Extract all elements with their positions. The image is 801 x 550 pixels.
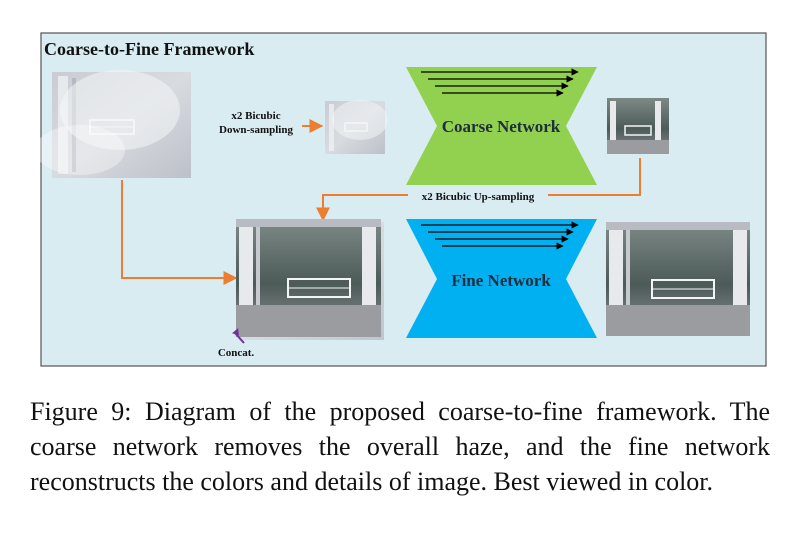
framework-diagram: Coarse-to-Fine Framework x2 Bicubic Down… xyxy=(35,32,767,367)
fine-skip-connections xyxy=(421,221,579,250)
downsample-label-line2: Down-sampling xyxy=(219,124,293,136)
concat-label: Concat. xyxy=(218,347,255,359)
upsample-label-bg xyxy=(408,188,548,203)
figure-caption: Figure 9: Diagram of the proposed coarse… xyxy=(30,397,770,496)
coarse-skip-connections xyxy=(421,68,579,97)
diagram-title: Coarse-to-Fine Framework xyxy=(44,39,254,59)
upsample-label: x2 Bicubic Up-sampling xyxy=(422,191,535,203)
concat-marker-line xyxy=(234,332,245,344)
coarse-network-label: Coarse Network xyxy=(442,117,561,136)
hazy-input-image xyxy=(35,70,191,178)
concat-path xyxy=(121,180,238,285)
coarse-output-image xyxy=(607,98,669,154)
downsampled-hazy-image xyxy=(325,100,388,154)
concatenated-input-images xyxy=(236,219,384,340)
coarse-network-block xyxy=(406,67,597,185)
fine-network-label: Fine Network xyxy=(451,271,551,290)
fine-output-image xyxy=(606,222,750,336)
downsample-label-line1: x2 Bicubic xyxy=(231,110,280,122)
fine-network-block xyxy=(406,219,597,338)
concat-marker-icon xyxy=(232,328,239,336)
